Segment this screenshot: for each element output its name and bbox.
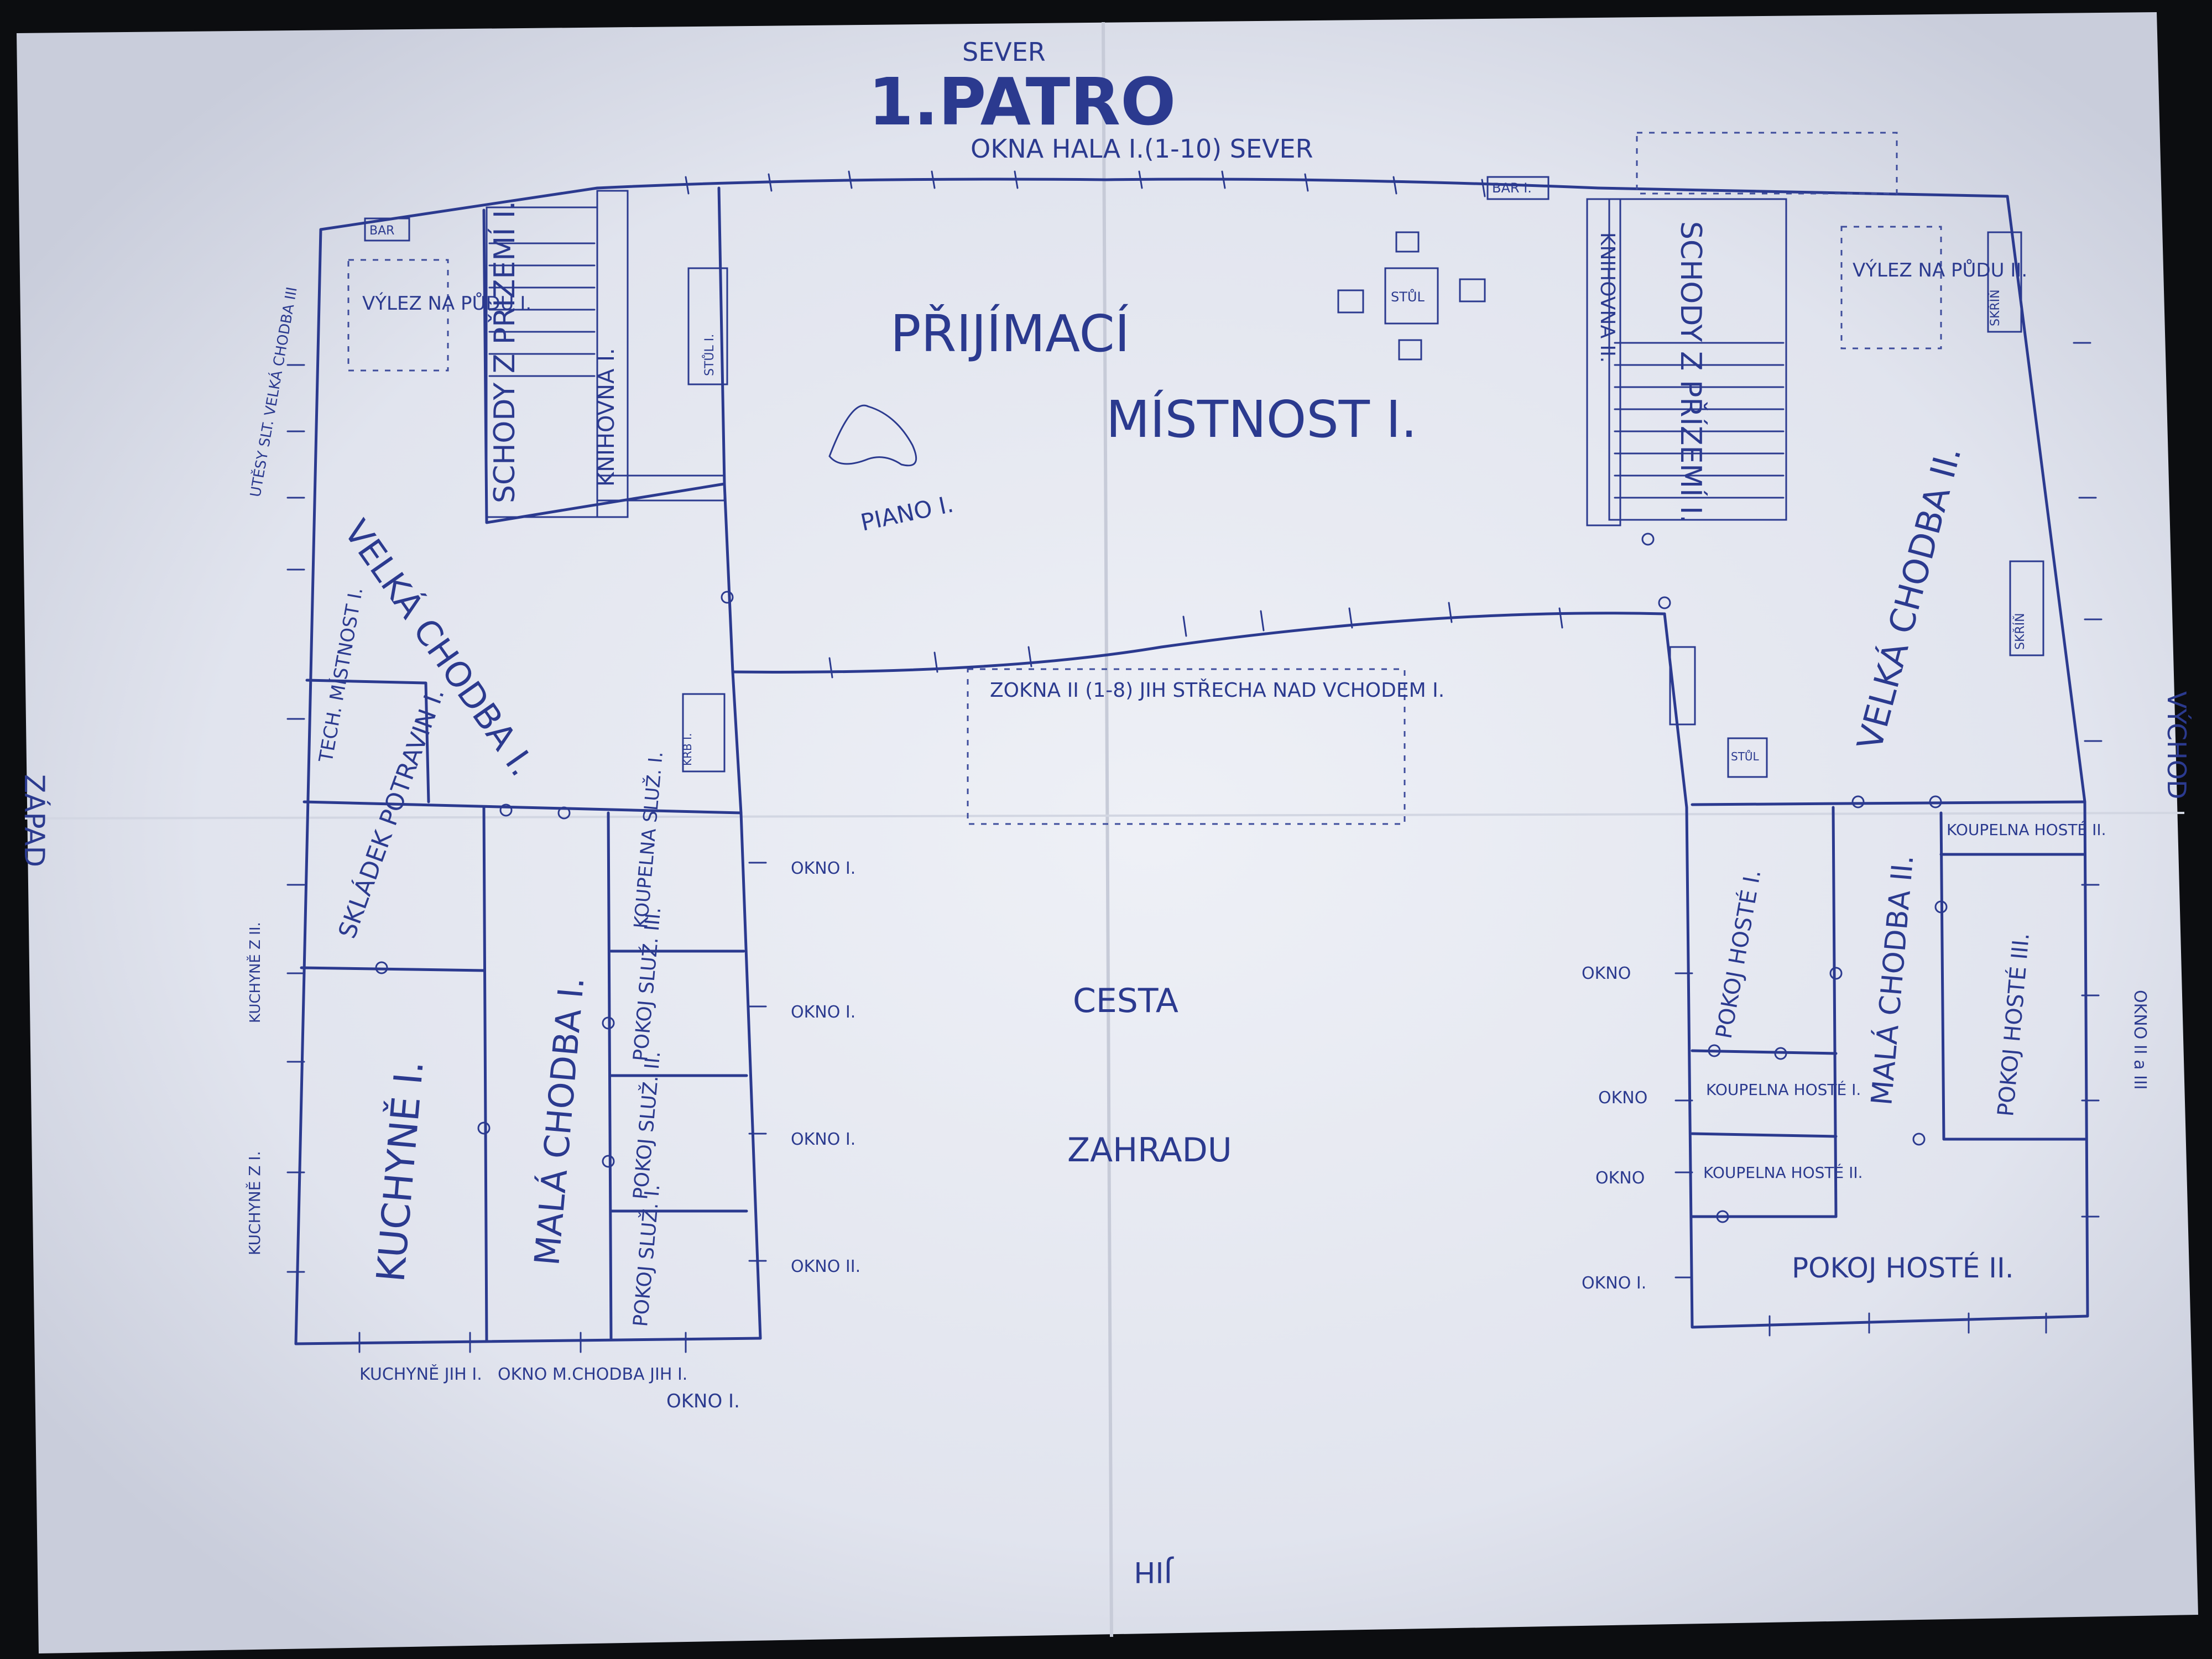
paper-fold-vertical [1102,22,1113,1637]
room-guest-2-label: POKOJ HOSTÉ II. [1792,1251,2014,1284]
window-okno-east-1: OKNO [1582,964,1631,983]
bar-mark: BAR [369,224,394,238]
attic-exit-left-label: VÝLEZ NA PŮDU I. [362,292,531,315]
window-ticks [286,170,2103,1353]
window-okno-servant-3: OKNO I. [791,1130,855,1149]
window-west-kitchen: KUCHYNĚ Z I. [245,1151,264,1255]
bath-guest-2-label: KOUPELNA HOSTÉ II. [1947,820,2106,839]
reception-room-line2: MÍSTNOST I. [1106,389,1417,449]
bar-mark-east: BAR I. [1492,180,1532,196]
window-corridor-south-label: OKNO M.CHODBA JIH I. [498,1365,687,1384]
window-okno-servant-2: OKNO I. [791,1003,855,1022]
compass-south-label: JIH [1134,1555,1174,1588]
window-okno-servant-4: OKNO II. [791,1257,860,1276]
window-okno-east-2: OKNO [1598,1088,1647,1108]
table-mark-east: STŮL [1731,750,1760,763]
stairs-left-label: SCHODY Z PŘÍZEMÍ I. [488,201,521,503]
bath-guest-1-label: KOUPELNA HOSTÉ I. [1706,1080,1861,1099]
window-okno-east-4: OKNO I. [1582,1274,1646,1293]
window-okno-servant-1: OKNO I. [791,859,855,878]
compass-north-label: SEVER [962,37,1046,67]
fireplace-mark: KRB I. [681,733,694,766]
bath-guest-2b-label: KOUPELNA HOSTÉ II. [1703,1163,1863,1182]
library-left-label: KNIHOVNA I. [594,348,619,487]
window-okno-south: OKNO I. [666,1390,740,1412]
compass-east-label: VÝCHOD [2162,691,2192,799]
north-windows-label: OKNA HALA I.(1-10) SEVER [971,134,1313,164]
road-label-line1: CESTA [1073,982,1178,1020]
door-markers [375,533,1948,1223]
paper-fold-horizontal [24,812,2185,820]
cabinet-mark: SKŘÍŇ [1988,289,2002,326]
window-kitchen-south-label: KUCHYNĚ JIH I. [359,1364,482,1384]
reception-room-line1: PŘIJÍMACÍ [890,304,1130,363]
window-okno-east-3: OKNO [1595,1168,1645,1188]
roof-over-entrance-label: ZOKNA II (1-8) JIH STŘECHA NAD VCHODEM I… [990,679,1444,702]
window-west-kitchen-2: KUCHYNĚ Z II. [246,922,264,1023]
road-label-line2: ZAHRADU [1067,1131,1232,1170]
stairs-right-label: SCHODY Z PŘÍZEMÍ I. [1674,221,1708,524]
floor-title: 1.PATRO [868,64,1176,140]
window-okno-far-east: OKNO II a III [2130,990,2150,1090]
cabinet-mark-east: SKŘÍŇ [2013,613,2027,650]
furniture [364,176,2044,778]
table-mark: STŮL [1391,288,1425,305]
library-right-label: KNIHOVNA II. [1596,232,1619,363]
plan-walls [294,132,2089,1345]
attic-exit-right-label: VÝLEZ NA PŮDU II. [1853,259,2027,281]
compass-west-label: ZÁPAD [18,774,51,867]
table-mark-west: STŮL I. [702,334,717,376]
